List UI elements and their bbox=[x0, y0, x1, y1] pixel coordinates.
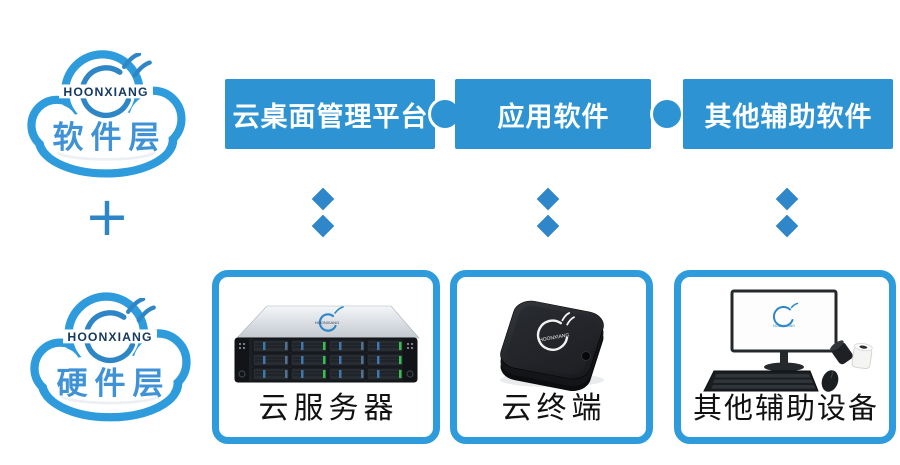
device-figure: HOONXIANG bbox=[219, 277, 433, 394]
peripherals-image: HOONXIANG bbox=[703, 289, 873, 392]
diamond-link-icon bbox=[536, 187, 560, 211]
gadget-black-icon bbox=[830, 340, 853, 365]
hoonxiang-logo: HOONXIANG bbox=[772, 302, 799, 328]
diamond-link-icon bbox=[775, 214, 799, 238]
hoonxiang-logo: HOONXIANG bbox=[536, 312, 575, 351]
diamond-link-icon bbox=[311, 214, 335, 238]
logo-swoosh-icon bbox=[121, 53, 142, 69]
logo-swoosh-icon bbox=[132, 60, 152, 78]
logo-text: HOONXIANG bbox=[773, 324, 795, 328]
terminal-label: 云终端 bbox=[501, 392, 607, 425]
logo-circle-icon bbox=[83, 310, 136, 364]
logo-swoosh-icon bbox=[125, 298, 146, 314]
hardware-layer-cloud: HOONXIANG 硬件层 bbox=[10, 280, 210, 432]
hardware-box-auxiliary-devices: HOONXIANG bbox=[674, 270, 896, 444]
logo-circle-icon bbox=[79, 65, 132, 119]
software-box-platform: 云桌面管理平台 bbox=[225, 79, 435, 149]
software-box-auxiliary: 其他辅助软件 bbox=[683, 79, 893, 149]
auxiliary-devices-label: 其他辅助设备 bbox=[692, 393, 879, 425]
box-label: 云桌面管理平台 bbox=[232, 101, 429, 132]
plus-sign: + bbox=[84, 185, 130, 248]
logo-swoosh-icon bbox=[136, 305, 156, 323]
rack-server-image: HOONXIANG bbox=[234, 305, 420, 383]
connector-dot-icon bbox=[650, 97, 684, 131]
monitor-icon bbox=[730, 289, 838, 353]
device-figure: HOONXIANG bbox=[457, 277, 646, 394]
logo-text: HOONXIANG bbox=[538, 332, 569, 343]
hardware-layer-label: 硬件层 bbox=[56, 366, 171, 401]
diamond-link-icon bbox=[536, 214, 560, 238]
logo-circle-icon bbox=[772, 306, 794, 328]
diamond-link-icon bbox=[775, 187, 799, 211]
software-box-application: 应用软件 bbox=[455, 79, 651, 149]
keyboard-icon bbox=[703, 370, 819, 392]
box-label: 其他辅助软件 bbox=[704, 101, 873, 132]
hardware-box-server: HOONXIANG bbox=[212, 270, 440, 444]
gadget-white-icon bbox=[851, 342, 873, 370]
box-label: 应用软件 bbox=[497, 101, 610, 132]
logo-circle-icon bbox=[318, 313, 337, 332]
software-layer-cloud: HOONXIANG 软件层 bbox=[10, 38, 202, 188]
device-figure: HOONXIANG bbox=[681, 277, 889, 395]
cloud-terminal-image: HOONXIANG bbox=[499, 300, 604, 392]
hoonxiang-logo: HOONXIANG bbox=[63, 298, 157, 364]
logo-circle-icon bbox=[536, 319, 568, 351]
server-label: 云服务器 bbox=[258, 392, 399, 425]
logo-text: HOONXIANG bbox=[315, 320, 339, 325]
mouse-icon bbox=[821, 370, 839, 392]
software-layer-label: 软件层 bbox=[52, 120, 167, 155]
diamond-link-icon bbox=[311, 187, 335, 211]
logo-text: HOONXIANG bbox=[63, 85, 148, 99]
hoonxiang-logo: HOONXIANG bbox=[59, 53, 153, 119]
hardware-box-terminal: HOONXIANG 云终端 bbox=[450, 270, 653, 444]
logo-text: HOONXIANG bbox=[67, 330, 152, 344]
